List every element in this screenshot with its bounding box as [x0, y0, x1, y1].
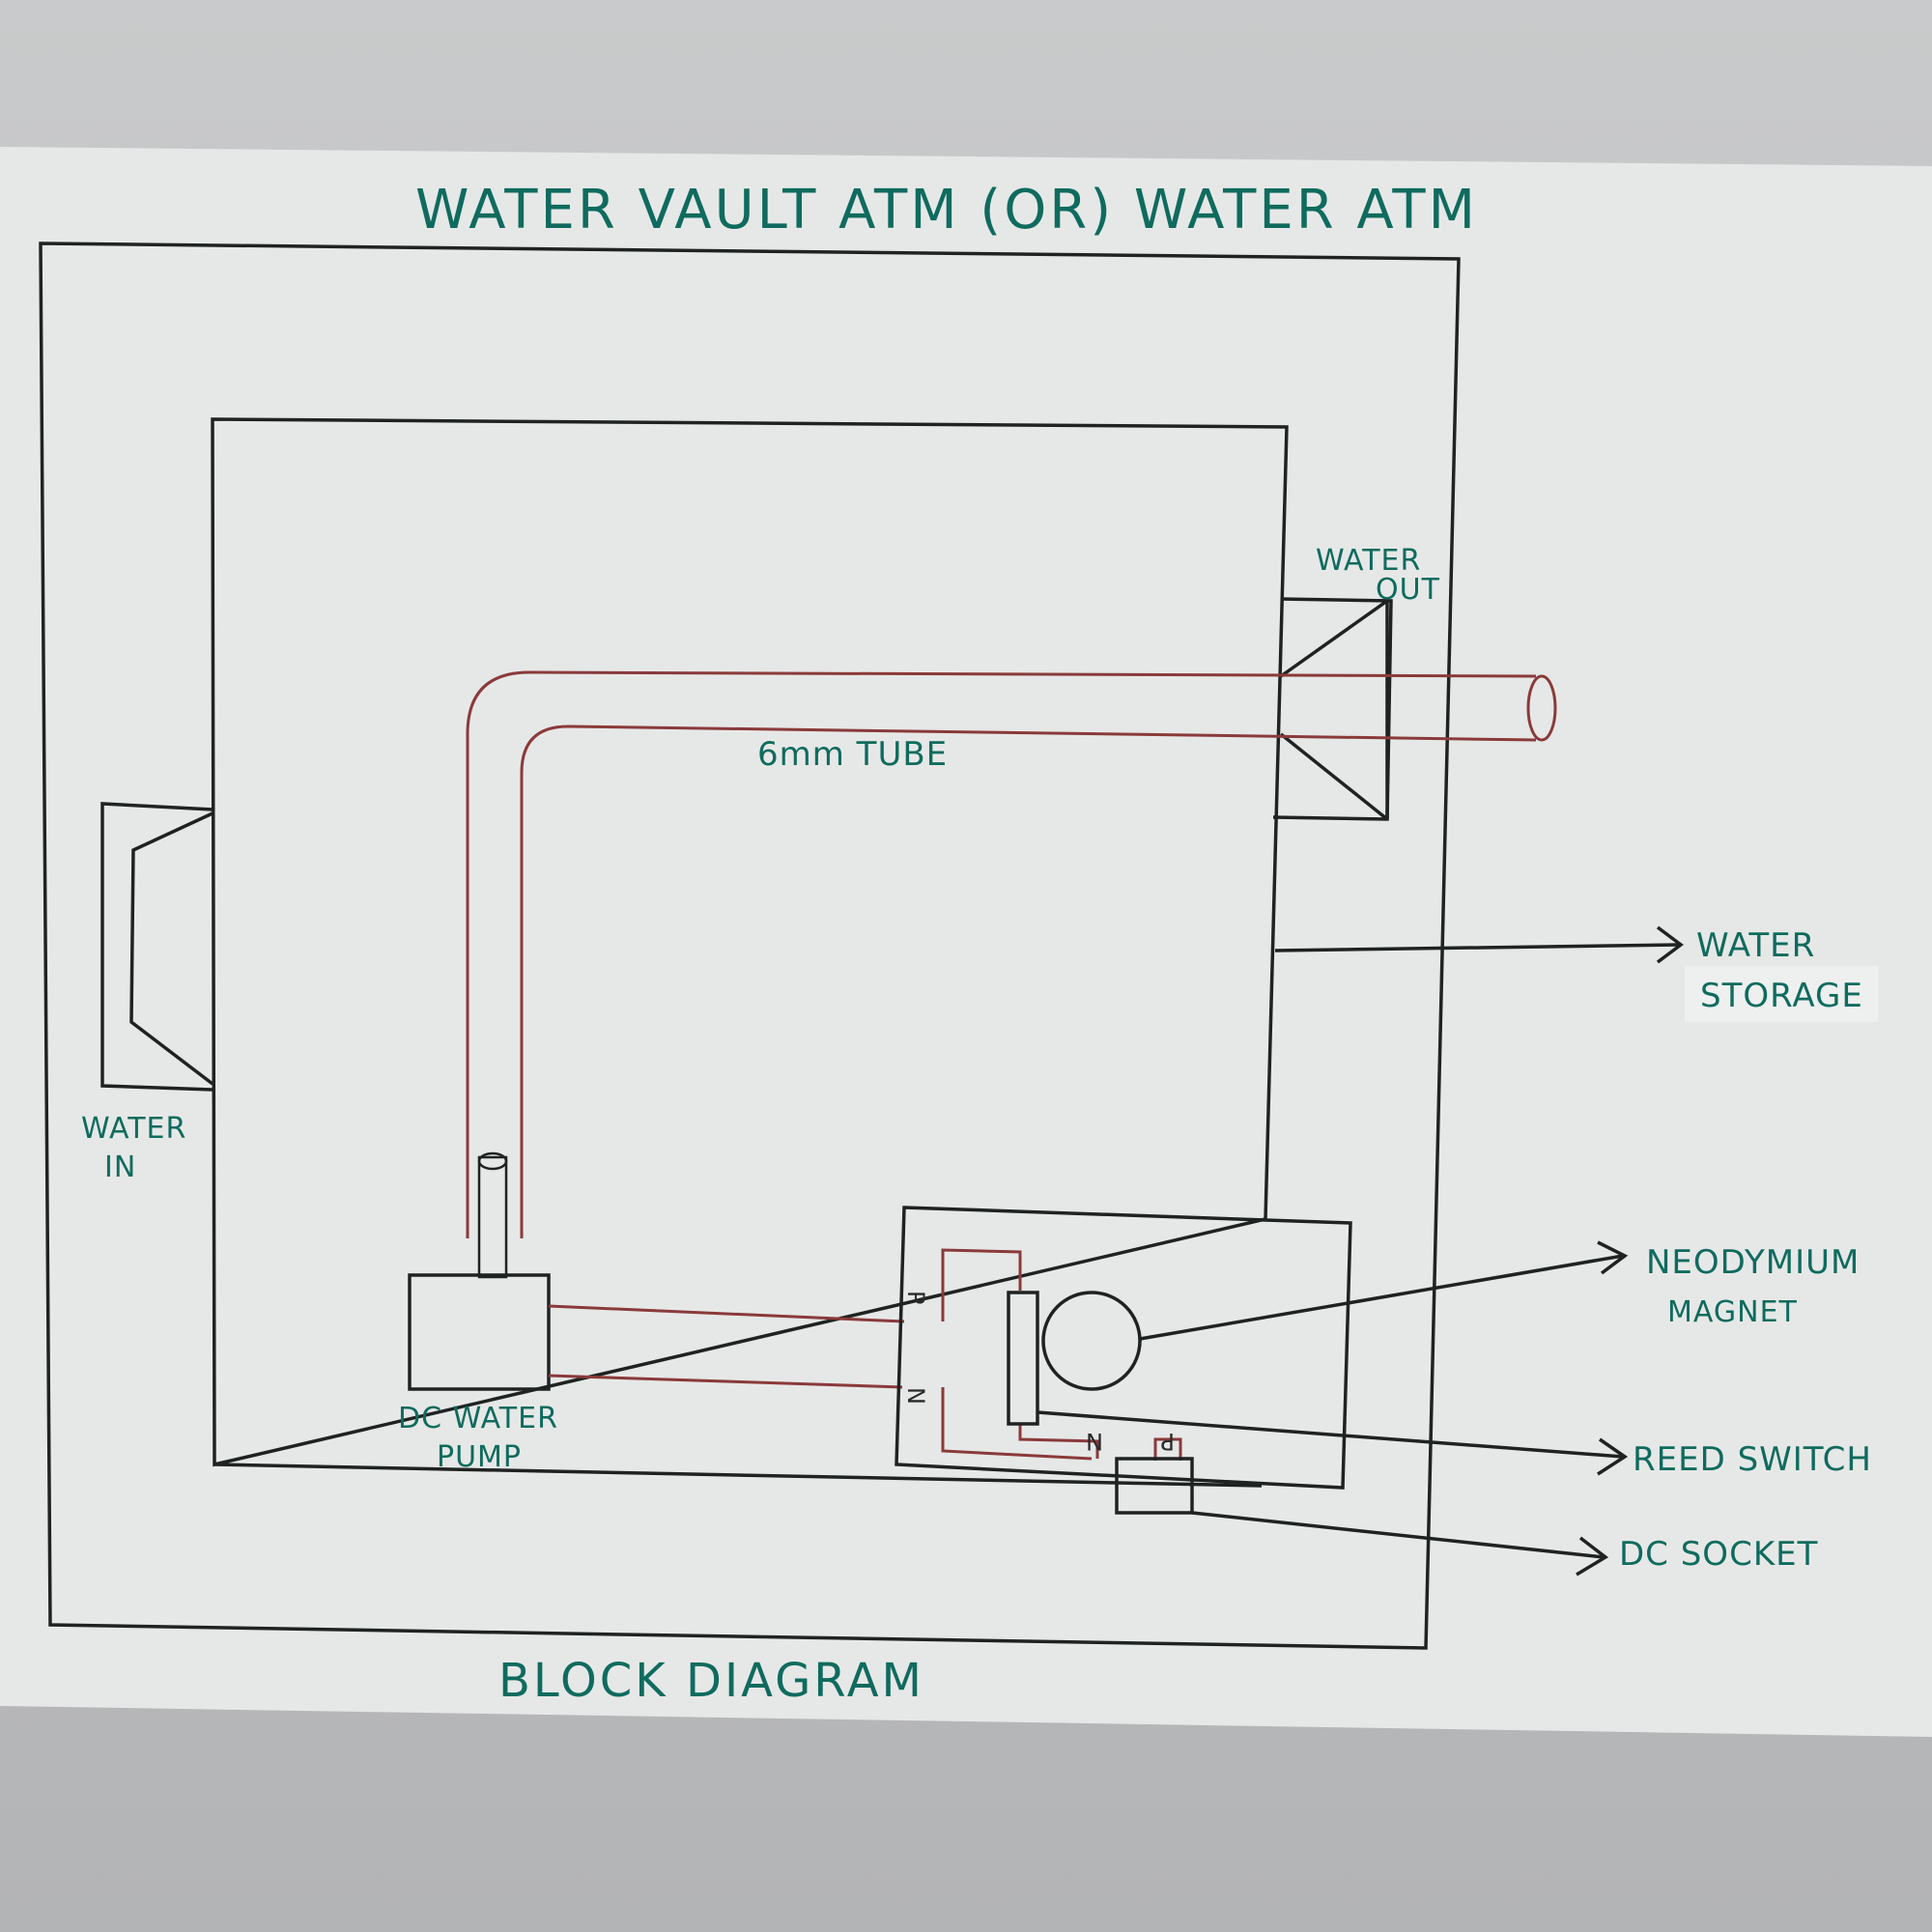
paper	[0, 147, 1932, 1737]
magnet-arrowhead	[1597, 1240, 1629, 1275]
dc-socket-leader	[1191, 1511, 1605, 1559]
socket-pole-n: N	[1086, 1428, 1103, 1455]
water-in-label-line2: IN	[104, 1151, 136, 1184]
pump-label-line1: DC WATER	[398, 1402, 558, 1435]
water-storage-arrowhead	[1656, 925, 1684, 964]
reed-switch-label: REED SWITCH	[1633, 1440, 1872, 1479]
inner-enclosure-bottom	[213, 1463, 1263, 1488]
control-wiring	[941, 1248, 1182, 1461]
wire-pump-n	[548, 1374, 903, 1389]
neodymium-magnet	[1041, 1291, 1142, 1391]
water-out-label-line2: OUT	[1376, 573, 1440, 607]
tube-end	[1526, 674, 1557, 742]
magnet-label-line1: NEODYMIUM	[1646, 1243, 1860, 1282]
water-in-label-line1: WATER	[81, 1112, 186, 1146]
reed-switch-leader	[1037, 1410, 1624, 1459]
water-storage-leader	[1274, 943, 1680, 952]
tube-6mm	[466, 670, 1557, 1238]
water-in-funnel	[100, 802, 214, 1092]
pump-label-line2: PUMP	[437, 1440, 522, 1474]
water-out-label-line1: WATER	[1316, 544, 1421, 578]
water-out-funnel	[1272, 597, 1393, 821]
control-box	[895, 1206, 1352, 1490]
dc-socket-label: DC SOCKET	[1619, 1535, 1818, 1574]
magnet-label-line2: MAGNET	[1667, 1295, 1798, 1329]
water-storage-label-highlight	[1685, 966, 1878, 1022]
reed-switch-arrowhead	[1597, 1437, 1629, 1476]
dc-socket-arrowhead	[1576, 1536, 1609, 1577]
pump-pole-n: N	[902, 1387, 929, 1405]
dc-socket	[1115, 1457, 1194, 1515]
diagram-caption: BLOCK DIAGRAM	[498, 1654, 924, 1708]
wire-pump-p	[548, 1304, 905, 1323]
outer-enclosure	[39, 242, 1461, 1650]
dc-water-pump	[408, 1151, 551, 1391]
diagram-title: WATER VAULT ATM (OR) WATER ATM	[415, 179, 1478, 242]
magnet-leader	[1139, 1254, 1624, 1341]
tube-label: 6mm TUBE	[757, 735, 948, 774]
water-storage-label-line2: STORAGE	[1700, 977, 1863, 1015]
pump-pole-p: P	[902, 1291, 929, 1304]
reed-switch	[1007, 1291, 1039, 1426]
water-storage-label-line1: WATER	[1696, 926, 1815, 965]
socket-pole-p: P	[1161, 1428, 1175, 1455]
